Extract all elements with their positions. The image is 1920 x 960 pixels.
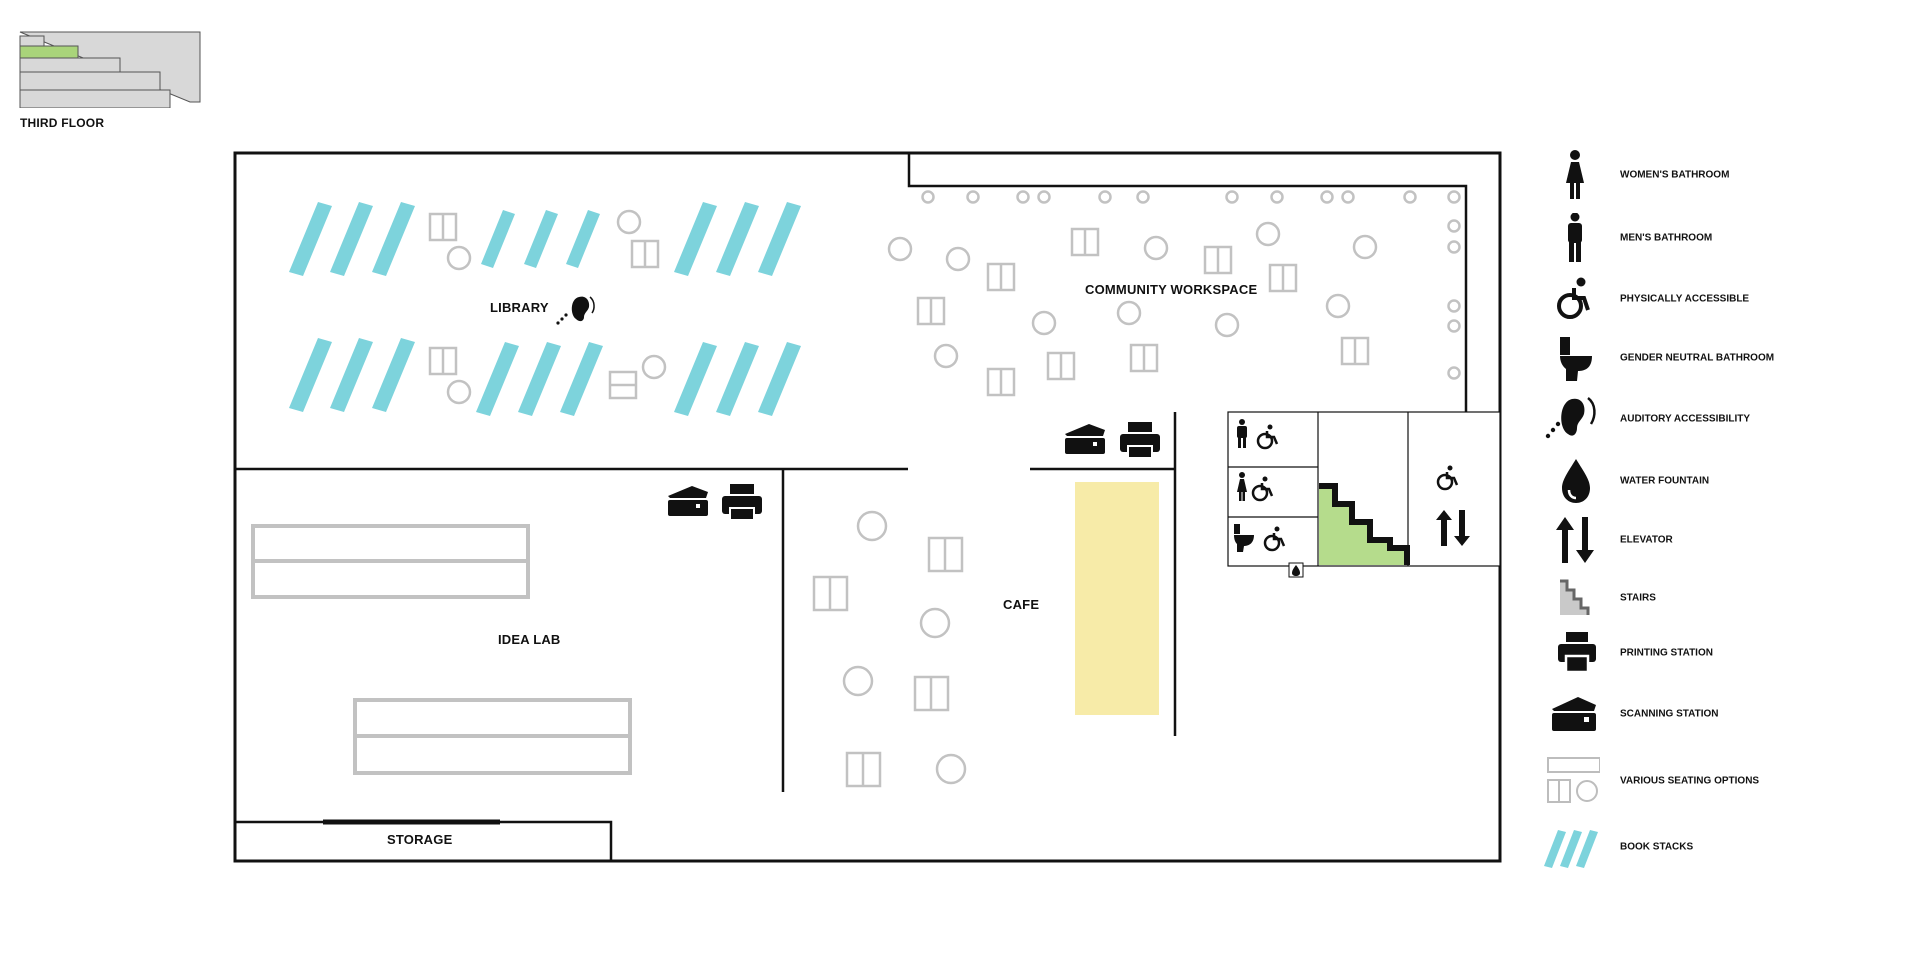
legend-label: WATER FOUNTAIN [1620,475,1710,487]
legend-label: PHYSICALLY ACCESSIBLE [1620,293,1750,305]
gender-neutral-bathroom-icon [1234,524,1254,552]
legend-label: VARIOUS SEATING OPTIONS [1620,775,1760,787]
floor-plan [233,151,1502,863]
womens-bathroom-icon [1237,472,1247,501]
room-label-library: LIBRARY [490,300,549,315]
water-drop-icon [1562,459,1590,503]
woman-icon [1566,150,1584,199]
legend-label: BOOK STACKS [1620,841,1694,853]
legend-item-various-seating-options: VARIOUS SEATING OPTIONS [1540,756,1920,806]
wheelchair-icon [1251,424,1459,552]
scanner-icon [668,486,708,516]
legend-item-water-fountain: WATER FOUNTAIN [1540,456,1920,506]
stairs-icon [1560,579,1590,615]
book-stacks-icon [1544,830,1598,868]
legend-item-gender-neutral-bathroom: GENDER NEUTRAL BATHROOM [1540,333,1920,383]
building-section-diagram [19,31,201,108]
legend-item-womens-bathroom: WOMEN'S BATHROOM [1540,150,1920,200]
printer-icon [1120,422,1160,459]
stairs-edge [1319,483,1410,565]
mens-bathroom-icon [1237,419,1247,448]
legend-label: WOMEN'S BATHROOM [1620,169,1730,181]
legend-label: ELEVATOR [1620,534,1673,546]
workspace-wall [907,153,1468,412]
ear-icon [1545,397,1596,439]
scanner-icon [1065,424,1105,454]
room-label-cafe: CAFE [1003,597,1040,612]
printer-icon [722,484,762,521]
room-label-storage: STORAGE [387,832,453,847]
legend-item-elevator: ELEVATOR [1540,515,1920,565]
legend-label: PRINTING STATION [1620,647,1713,659]
seating-icon [1547,757,1600,803]
legend-item-auditory-accessibility: AUDITORY ACCESSIBILITY [1540,394,1920,444]
legend-item-mens-bathroom: MEN'S BATHROOM [1540,213,1920,263]
seating [251,190,1461,788]
room-label-idea-lab: IDEA LAB [498,632,561,647]
floor-label: THIRD FLOOR [20,116,105,130]
man-icon [1568,213,1582,262]
legend-label: AUDITORY ACCESSIBILITY [1620,413,1751,425]
wheelchair-icon [1557,277,1590,319]
ear-icon [556,296,595,325]
elevator-arrows-icon [1436,510,1470,546]
legend-label: SCANNING STATION [1620,708,1719,720]
legend-label: MEN'S BATHROOM [1620,232,1713,244]
book-stacks [289,202,801,416]
legend-item-physically-accessible: PHYSICALLY ACCESSIBLE [1540,274,1920,324]
printer-icon [1558,632,1596,674]
legend-item-book-stacks: BOOK STACKS [1540,822,1920,872]
legend-item-scanning-station: SCANNING STATION [1540,689,1920,739]
toilet-icon [1560,337,1592,381]
legend-item-stairs: STAIRS [1540,573,1920,623]
elevator-arrows-icon [1556,517,1594,563]
legend-label: STAIRS [1620,592,1656,604]
water-fountain-icon [1288,562,1304,578]
current-floor-highlight [19,45,79,59]
room-label-community-workspace: COMMUNITY WORKSPACE [1085,282,1258,297]
cafe-counter [1075,482,1159,715]
legend-label: GENDER NEUTRAL BATHROOM [1620,352,1775,364]
legend-item-printing-station: PRINTING STATION [1540,628,1920,678]
scanner-icon [1552,697,1596,731]
